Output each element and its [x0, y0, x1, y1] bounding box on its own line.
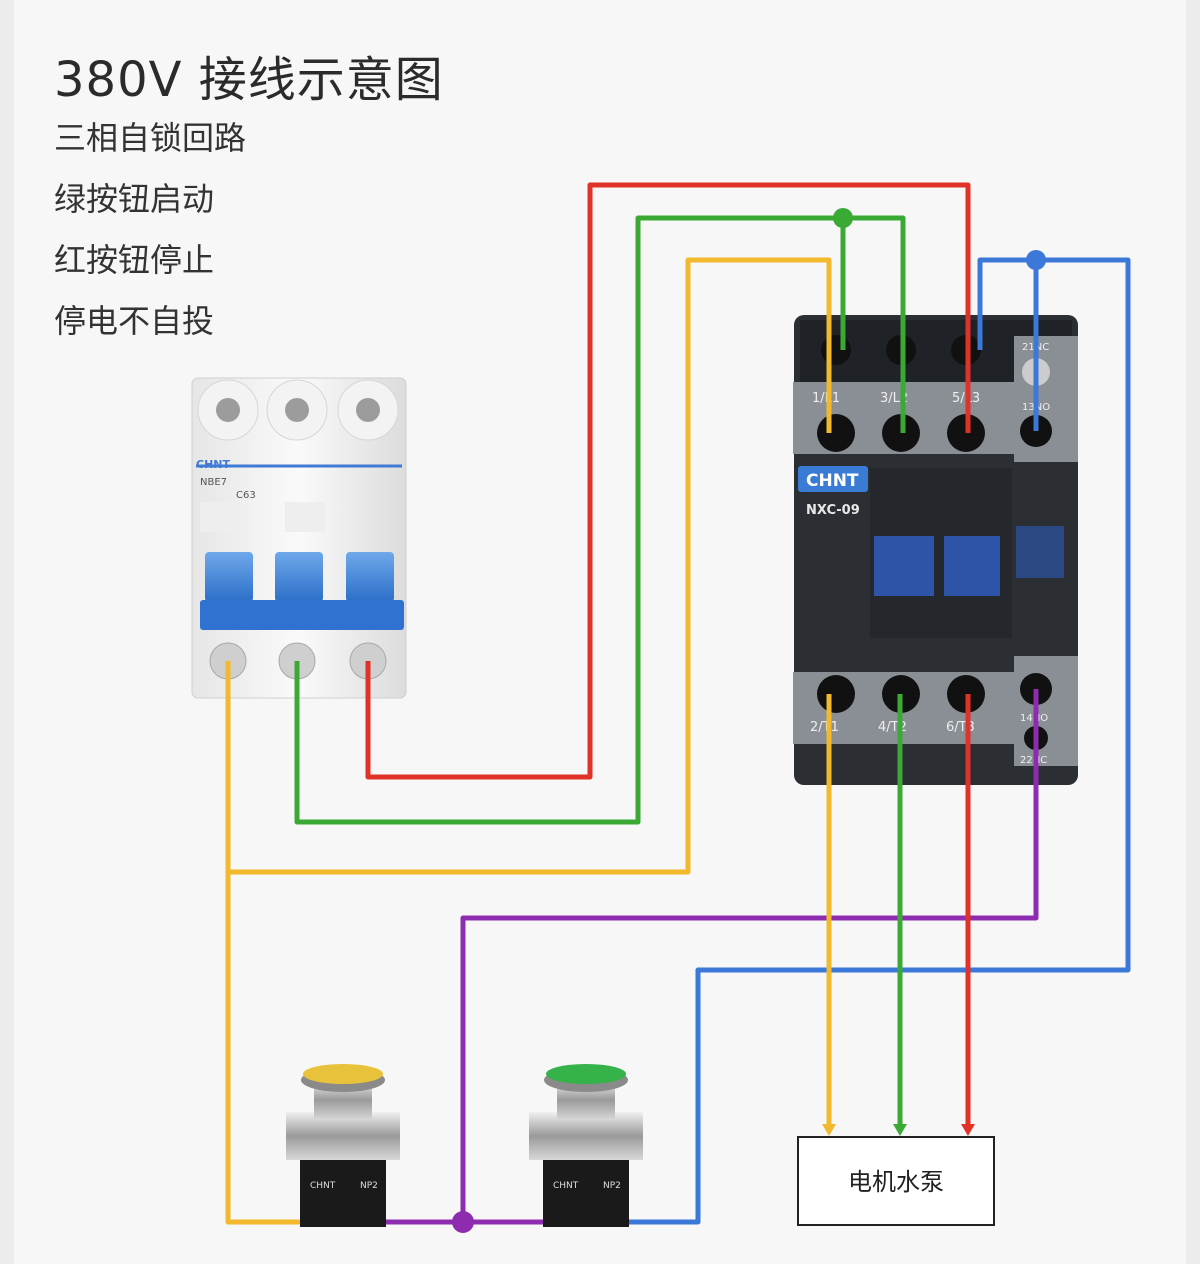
start-button-brand: CHNT: [553, 1181, 579, 1191]
start-button-model: NP2: [603, 1181, 621, 1191]
arrow-green: [893, 1124, 907, 1136]
wire-purple: [460, 689, 1039, 1222]
stop-button-brand: CHNT: [310, 1181, 336, 1191]
arrow-red: [961, 1124, 975, 1136]
terminal-label-l1: 1/L1: [812, 391, 840, 406]
wire-yellow-feed: [228, 257, 832, 875]
note-3: 红按钮停止: [54, 241, 215, 279]
breaker-top-screws: [197, 379, 399, 441]
wire-red-l3: [365, 182, 971, 780]
junction-green: [833, 208, 853, 228]
start-button[interactable]: CHNT NP2: [529, 1064, 643, 1227]
wire-green-l2: [294, 215, 906, 825]
junction-blue: [1026, 250, 1046, 270]
start-button-cap[interactable]: [546, 1064, 626, 1084]
contactor-model: NXC-09: [806, 503, 860, 518]
junction-purple: [452, 1211, 474, 1233]
breaker-model: NBE7: [200, 477, 227, 488]
left-border: [0, 0, 14, 1264]
terminal-label-t2: 4/T2: [878, 720, 907, 735]
stop-button-cap[interactable]: [303, 1064, 383, 1084]
motor-pump-box: 电机水泵: [797, 1136, 995, 1226]
terminal-label-t1: 2/T1: [810, 720, 839, 735]
motor-pump-label: 电机水泵: [848, 1168, 944, 1196]
stop-button[interactable]: CHNT NP2: [286, 1064, 400, 1227]
note-4: 停电不自投: [54, 302, 215, 340]
breaker-brand: CHNT: [196, 458, 230, 471]
terminal-label-t3: 6/T3: [946, 720, 975, 735]
feature-notes: 三相自锁回路 绿按钮启动 红按钮停止 停电不自投: [54, 118, 246, 362]
breaker-handles[interactable]: [200, 552, 404, 630]
arrow-yellow: [822, 1124, 836, 1136]
contactor-brand: CHNT: [806, 471, 859, 491]
circuit-breaker: CHNT NBE7 C63: [191, 377, 407, 699]
page-title: 380V 接线示意图: [54, 52, 444, 108]
right-border: [1186, 0, 1200, 1264]
wire-yellow-l1: [225, 661, 300, 1225]
breaker-rating: C63: [236, 490, 256, 501]
note-1: 三相自锁回路: [54, 119, 247, 157]
note-2: 绿按钮启动: [54, 180, 215, 218]
wire-blue-aux: [629, 257, 1131, 1225]
stop-button-model: NP2: [360, 1181, 378, 1191]
